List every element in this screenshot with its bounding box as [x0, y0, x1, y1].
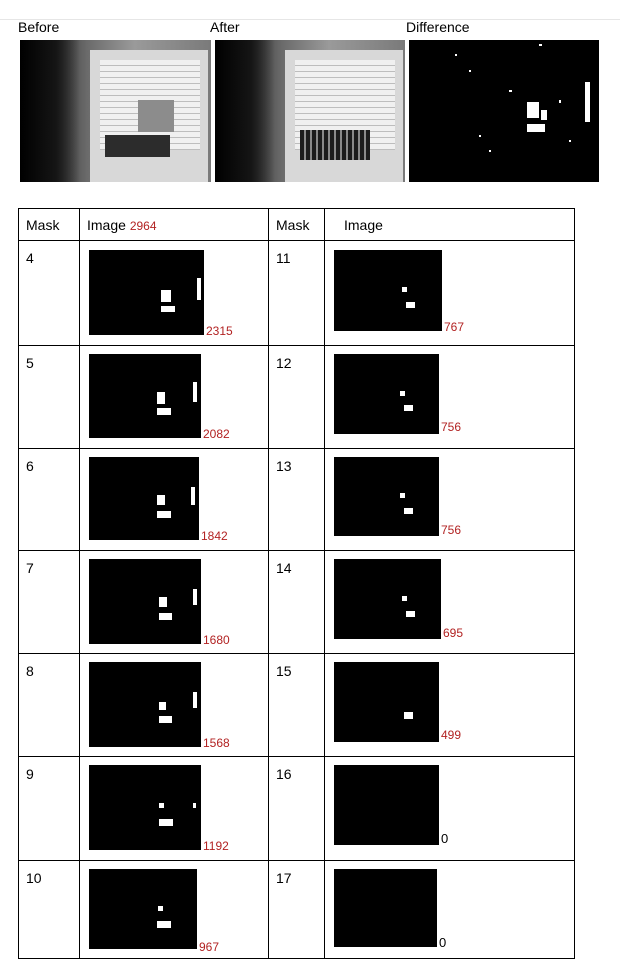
table-row: 8 1568 15 499 — [18, 653, 575, 757]
mask-image — [334, 250, 442, 331]
image-cell: 1192 — [79, 756, 269, 861]
mask-cell: 12 — [268, 345, 325, 449]
image-cell: 1842 — [79, 448, 269, 551]
mask-cell: 5 — [18, 345, 80, 449]
mask-image — [334, 354, 439, 434]
pixel-count: 756 — [441, 420, 462, 434]
image-cell: 2082 — [79, 345, 269, 449]
mask-cell: 14 — [268, 550, 325, 654]
image-cell: 1568 — [79, 653, 269, 757]
difference-heading: Difference — [406, 19, 470, 35]
pixel-count: 1192 — [203, 839, 229, 853]
mask-image — [334, 765, 439, 845]
image-cell: 0 — [324, 860, 575, 959]
image-cell: 767 — [324, 240, 575, 346]
mask-results-table: Mask Image 2964 Mask Image 4 2315 11 767… — [18, 208, 575, 959]
pixel-count: 1842 — [201, 529, 228, 543]
mask-image — [334, 559, 441, 639]
before-heading: Before — [18, 19, 60, 35]
table-row: 9 1192 16 0 — [18, 756, 575, 861]
mask-image — [89, 457, 199, 540]
pixel-count: 2082 — [203, 427, 230, 441]
before-photo — [20, 40, 211, 182]
pixel-count: 2315 — [206, 324, 233, 338]
mask-cell: 6 — [18, 448, 80, 551]
pixel-count: 767 — [444, 320, 465, 334]
mask-image — [89, 662, 201, 747]
mask-cell: 9 — [18, 756, 80, 861]
pixel-count: 695 — [443, 626, 464, 640]
mask-image — [334, 869, 437, 947]
pixel-count: 1680 — [203, 633, 230, 647]
mask-image — [334, 457, 439, 536]
after-heading: After — [210, 19, 240, 35]
pixel-count: 499 — [441, 728, 462, 742]
image-cell: 967 — [79, 860, 269, 959]
mask-cell: 10 — [18, 860, 80, 959]
header-mask: Mask — [18, 208, 80, 241]
mask-cell: 4 — [18, 240, 80, 346]
image-cell: 1680 — [79, 550, 269, 654]
pixel-count: 1568 — [203, 736, 230, 750]
pixel-count: 0 — [439, 935, 447, 950]
table-row: 6 1842 13 756 — [18, 448, 575, 551]
image-cell: 695 — [324, 550, 575, 654]
mask-image — [89, 559, 201, 644]
table-header-row: Mask Image 2964 Mask Image — [18, 208, 575, 241]
mask-image — [89, 250, 204, 335]
pixel-count: 967 — [199, 940, 220, 954]
mask-image — [89, 765, 201, 850]
image-cell: 0 — [324, 756, 575, 861]
difference-photo — [409, 40, 599, 182]
after-photo — [215, 40, 405, 182]
image-cell: 2315 — [79, 240, 269, 346]
header-image: Image 2964 — [79, 208, 269, 241]
mask-image — [89, 354, 201, 438]
image-cell: 756 — [324, 345, 575, 449]
table-row: 10 967 17 0 — [18, 860, 575, 959]
mask-image — [89, 869, 197, 949]
mask-image — [334, 662, 439, 742]
mask-cell: 15 — [268, 653, 325, 757]
mask-cell: 8 — [18, 653, 80, 757]
table-row: 7 1680 14 695 — [18, 550, 575, 654]
mask-cell: 17 — [268, 860, 325, 959]
table-row: 4 2315 11 767 — [18, 240, 575, 346]
mask-cell: 7 — [18, 550, 80, 654]
pixel-count: 756 — [441, 523, 462, 537]
mask-cell: 13 — [268, 448, 325, 551]
header-image-count: 2964 — [129, 218, 157, 233]
table-row: 5 2082 12 756 — [18, 345, 575, 449]
header-image-2: Image — [324, 208, 575, 241]
mask-cell: 11 — [268, 240, 325, 346]
page-top-border — [0, 19, 620, 20]
pixel-count: 0 — [441, 831, 449, 846]
image-cell: 499 — [324, 653, 575, 757]
image-cell: 756 — [324, 448, 575, 551]
header-mask-2: Mask — [268, 208, 325, 241]
mask-cell: 16 — [268, 756, 325, 861]
